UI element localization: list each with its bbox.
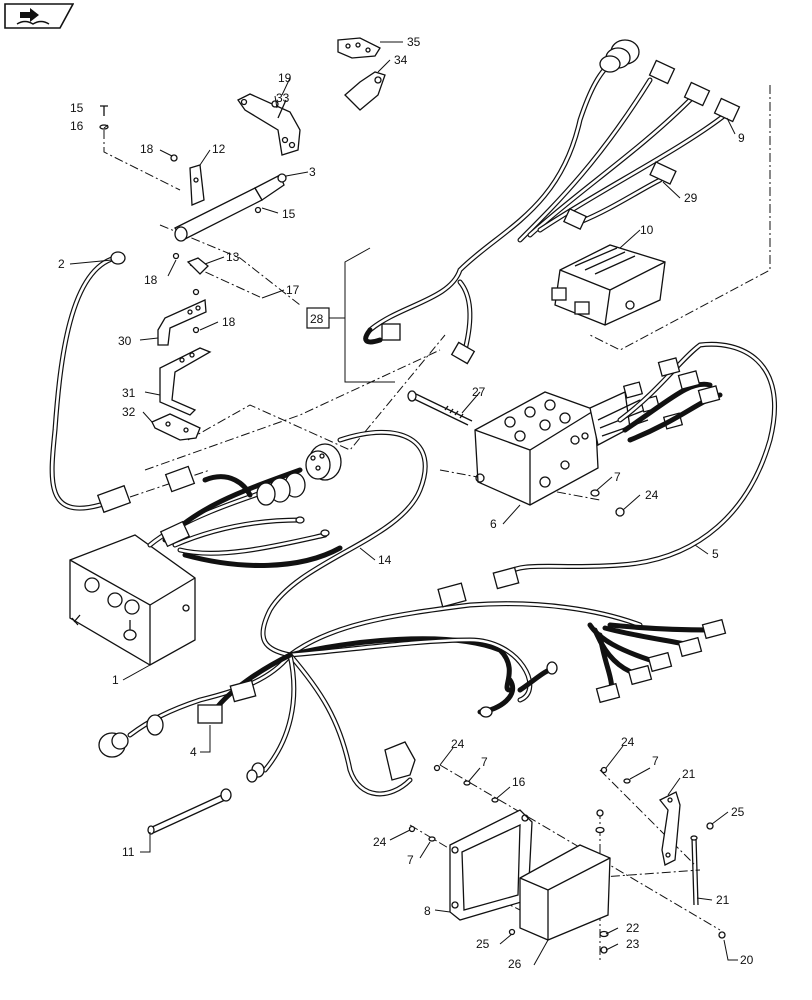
callout-27: 27 (472, 385, 486, 399)
callout-31: 31 (122, 386, 136, 400)
callout-34: 34 (394, 53, 408, 67)
callout-20: 20 (740, 953, 754, 967)
callout-23: 23 (626, 937, 640, 951)
callout-25a: 25 (731, 805, 745, 819)
callout-3: 3 (309, 165, 316, 179)
callout-18b: 18 (144, 273, 158, 287)
callout-24d: 24 (373, 835, 387, 849)
callout-14: 14 (378, 553, 392, 567)
harness-lower (98, 582, 727, 797)
callout-9: 9 (738, 131, 745, 145)
callout-2: 2 (58, 257, 65, 271)
harness-14 (147, 429, 428, 658)
callout-18c: 18 (222, 315, 236, 329)
callout-11: 11 (122, 845, 135, 859)
callout-labels: 35 34 19 33 3 15 16 18 12 15 13 18 17 18… (58, 35, 754, 971)
valve-block-6 (474, 381, 684, 506)
callout-19: 19 (278, 71, 292, 85)
callout-7a: 7 (614, 470, 621, 484)
callout-26: 26 (508, 957, 522, 971)
bolt-27 (407, 390, 473, 426)
control-box-1 (69, 534, 196, 666)
callout-1: 1 (112, 673, 119, 687)
module-10 (551, 244, 666, 326)
callout-24b: 24 (451, 737, 465, 751)
callout-30: 30 (118, 334, 132, 348)
harness-5 (492, 341, 778, 590)
callout-28: 28 (310, 312, 324, 326)
rod-11 (147, 788, 232, 835)
callout-4: 4 (190, 745, 197, 759)
callout-32: 32 (122, 405, 136, 419)
callout-15a: 15 (70, 101, 84, 115)
callout-16b: 16 (512, 775, 526, 789)
hardware-bottom (408, 489, 726, 954)
leader-lines (69, 41, 738, 966)
callout-15b: 15 (282, 207, 296, 221)
callout-24c: 24 (621, 735, 635, 749)
actuator-3 (170, 154, 287, 242)
callout-12: 12 (212, 142, 226, 156)
callout-21a: 21 (682, 767, 696, 781)
harness-2 (49, 251, 132, 514)
callout-8: 8 (424, 904, 431, 918)
callout-7c: 7 (652, 754, 659, 768)
hardware-15-16 (99, 105, 109, 130)
mount-8-26-21 (449, 791, 699, 941)
bracket-33 (237, 93, 301, 156)
callout-21b: 21 (716, 893, 730, 907)
callout-25b: 25 (476, 937, 490, 951)
book-page-arrow-icon (4, 3, 75, 29)
nav-icon-button[interactable] (4, 3, 75, 29)
callout-35: 35 (407, 35, 421, 49)
callout-7d: 7 (407, 853, 414, 867)
callout-29: 29 (684, 191, 698, 205)
brackets-30-31-32 (151, 252, 212, 441)
callout-16a: 16 (70, 119, 84, 133)
callout-10: 10 (640, 223, 654, 237)
brackets-35-34 (337, 37, 386, 111)
callout-6: 6 (490, 517, 497, 531)
harness-upper (363, 39, 741, 365)
callout-24a: 24 (645, 488, 659, 502)
callout-18a: 18 (140, 142, 154, 156)
callout-13: 13 (226, 250, 240, 264)
bracket-28 (306, 247, 395, 383)
callout-5: 5 (712, 547, 719, 561)
callout-17: 17 (286, 283, 300, 297)
callout-22: 22 (626, 921, 640, 935)
callout-7b: 7 (481, 755, 488, 769)
callout-33: 33 (276, 91, 290, 105)
